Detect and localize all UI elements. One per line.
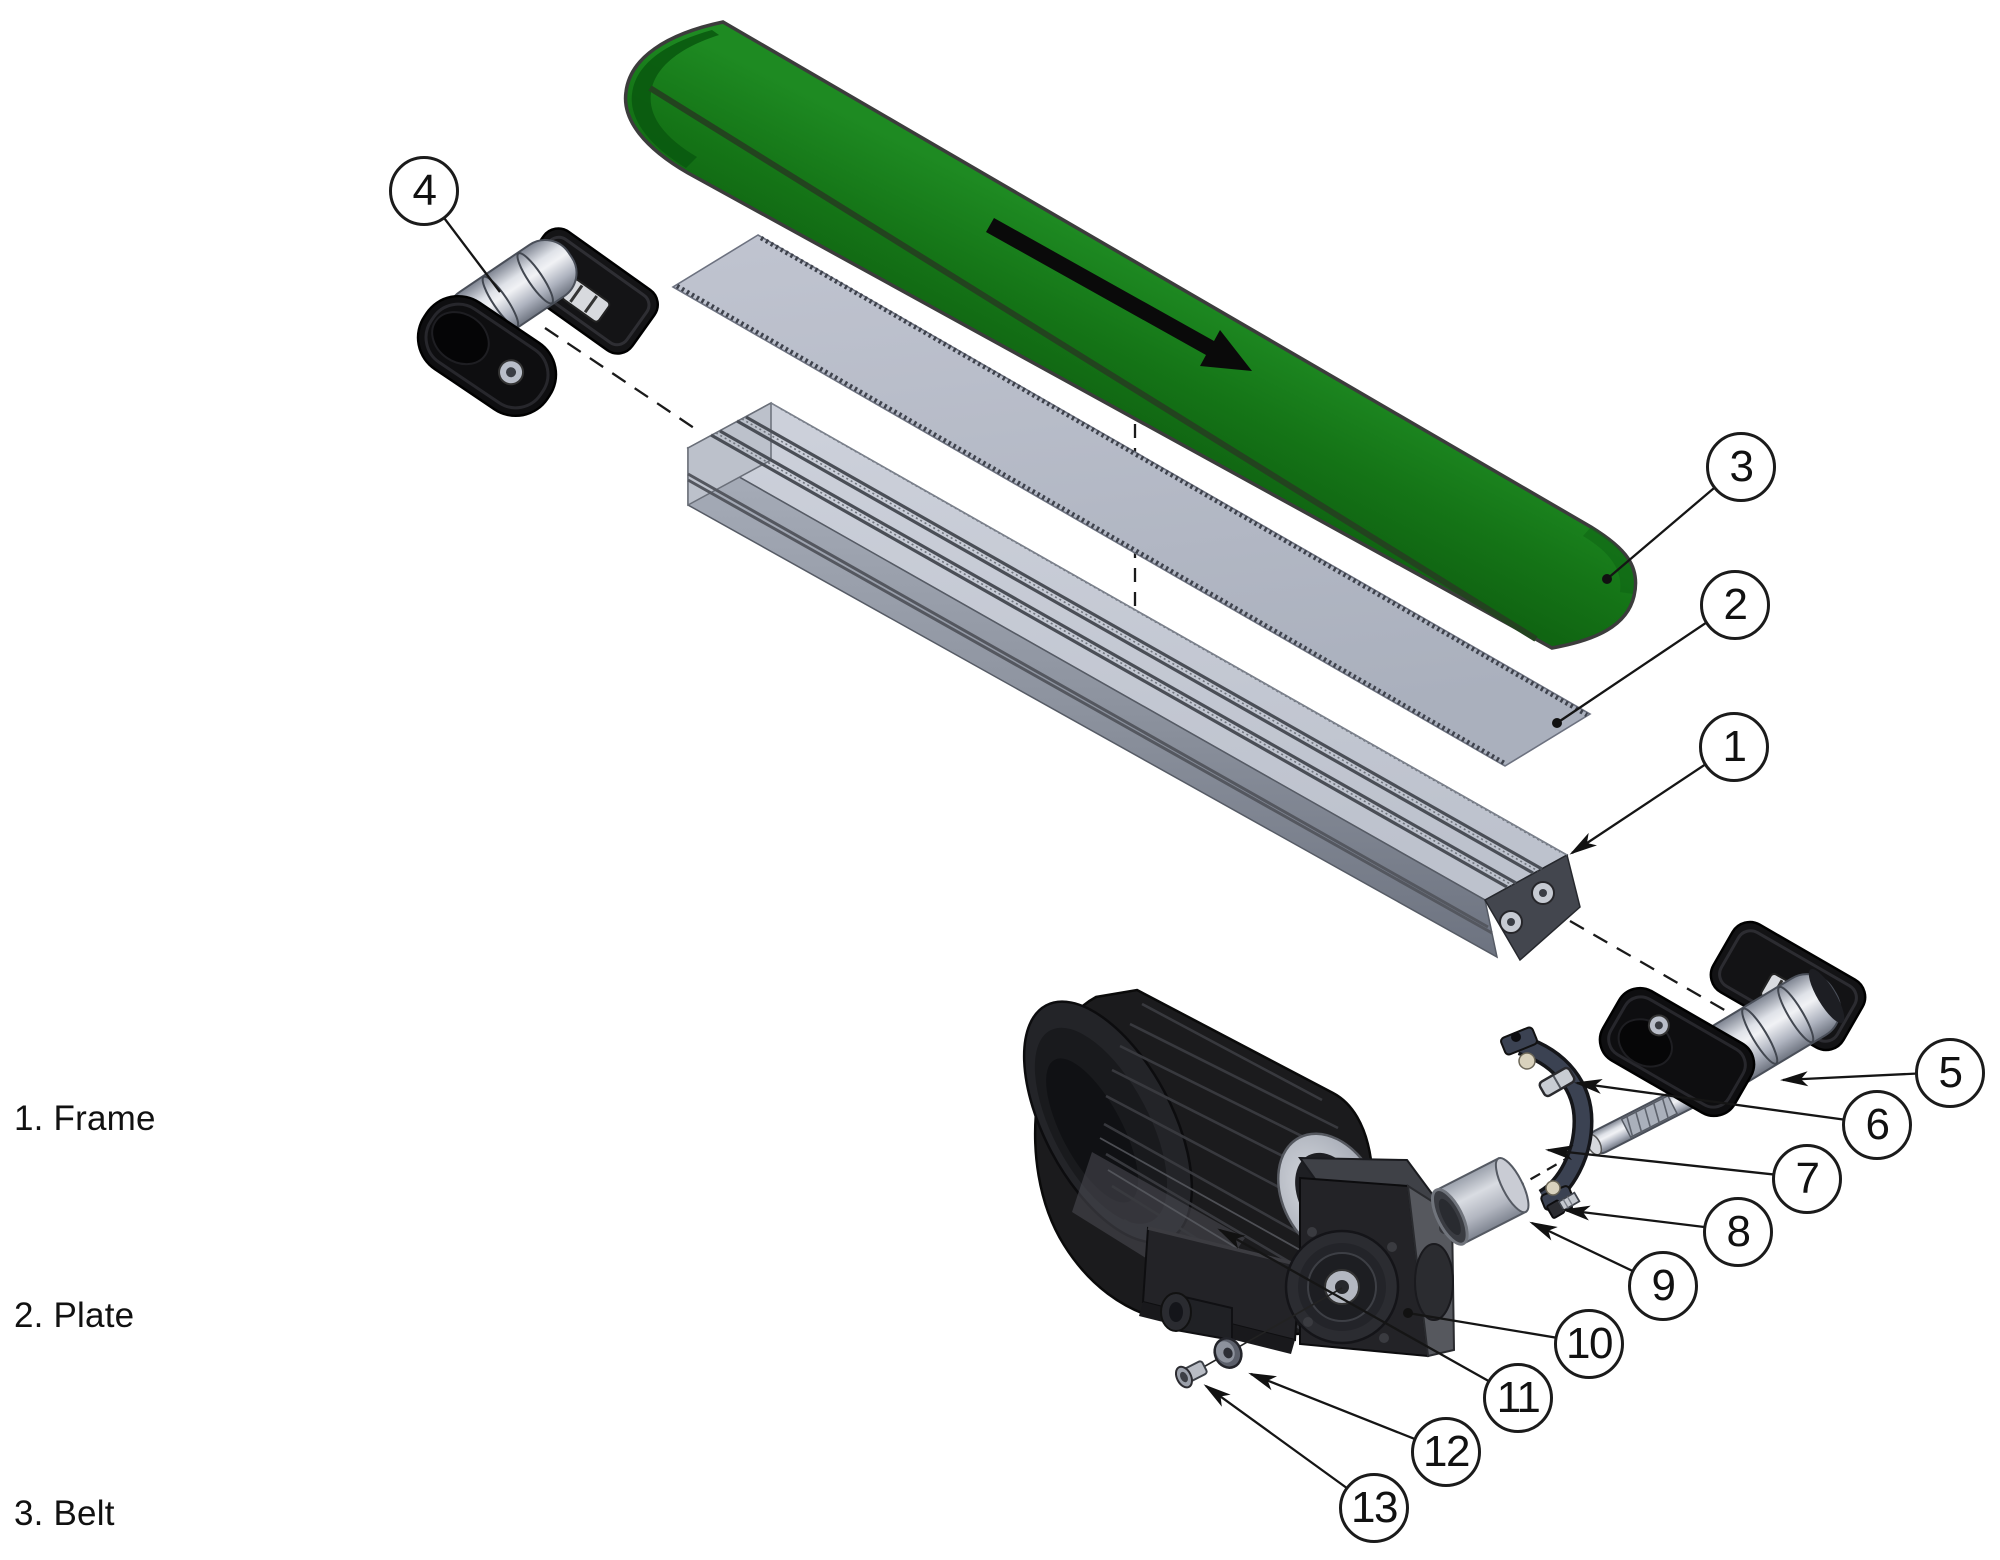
frame-part [686, 401, 1581, 962]
pin-frp [1538, 1066, 1576, 1098]
parts-list-item: 2. Plate [14, 1296, 135, 1336]
leader-5 [1780, 1070, 1950, 1087]
screw-m5 [1174, 1360, 1208, 1389]
tail-assembly-axis-dashed [544, 327, 701, 433]
motor-rear-cap [1022, 1000, 1194, 1244]
leader-end-dots [1403, 574, 1612, 1318]
belt-direction-arrow [986, 218, 1252, 371]
belt-part [623, 20, 1638, 650]
leader-1 [1569, 745, 1734, 855]
washer [1213, 1337, 1243, 1369]
leader-9 [1529, 1221, 1663, 1287]
belt-seam [648, 85, 1538, 642]
motor-part [1022, 988, 1456, 1378]
frame-grooves [710, 415, 1543, 889]
leader-6 [1574, 1078, 1877, 1126]
gearbox-part [1284, 1156, 1456, 1358]
leader-7 [1545, 1145, 1807, 1180]
parts-list-item: 3. Belt [14, 1493, 115, 1533]
leader-11 [1217, 1228, 1518, 1399]
distance-sleeve [1430, 1156, 1530, 1246]
parts-list: 1. Frame 2. Plate 3. Belt 4. BF40-Tail-F… [14, 896, 582, 1560]
leader-8 [1562, 1205, 1738, 1233]
parts-list-item: 1. Frame [14, 1098, 156, 1138]
torque-rod [1500, 1026, 1594, 1212]
small-parts [1174, 1026, 1594, 1389]
drive-fix-part [1585, 920, 1867, 1156]
tail-fix-part [416, 227, 659, 418]
belt-loop-inner-shade [631, 30, 719, 168]
drive-assembly-axis-dashed [1569, 920, 1729, 1013]
leader-13 [1203, 1384, 1374, 1508]
plate-part [671, 234, 1592, 767]
output-axis-line [1185, 1287, 1343, 1378]
leader-3 [1606, 465, 1741, 580]
leader-4 [422, 189, 501, 293]
